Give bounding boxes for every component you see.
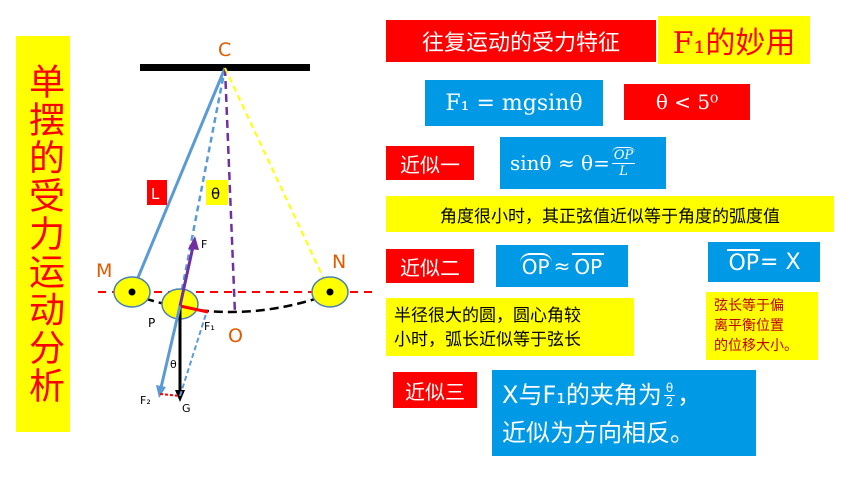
- chord-desc-line1: 弦长等于偏: [714, 298, 784, 314]
- f2-arrowhead: [156, 385, 166, 398]
- approx2-desc-line2: 小时，弧长近似等于弦长: [394, 330, 581, 350]
- op-label: OP: [727, 248, 761, 276]
- side-title-box: 单摆的受力运动分析: [16, 36, 70, 432]
- approx3-fraction: θ 2: [663, 380, 676, 409]
- approx3-line1-pre: X与F₁的夹角为: [502, 381, 662, 409]
- bob-n-center: [326, 288, 334, 296]
- approx1-frac-den: L: [619, 164, 628, 179]
- chord-desc-line2: 离平衡位置: [714, 318, 784, 334]
- label-theta-small: θ: [170, 358, 177, 371]
- label-theta: θ: [211, 185, 220, 203]
- label-l-box: [147, 180, 167, 205]
- approx2-tag-text: 近似二: [400, 255, 460, 280]
- swing-arc: [131, 292, 331, 314]
- approx2-seg-op: OP: [572, 253, 605, 279]
- string-cn: [224, 67, 331, 293]
- f1-formula: F₁ = mgsinθ: [445, 90, 583, 116]
- approx2-desc-box: 半径很大的圆，圆心角较 小时，弧长近似等于弦长: [386, 298, 634, 356]
- approx1-frac-num: OP: [611, 147, 636, 164]
- label-m: M: [96, 260, 112, 282]
- vertical-co: [223, 67, 237, 315]
- feature-header-text: 往复运动的受力特征: [421, 31, 620, 56]
- label-f: F: [201, 238, 207, 251]
- approx1-formula-box: sinθ ≈ θ= OP L: [500, 137, 666, 189]
- f-arrow: [178, 241, 196, 307]
- approx1-desc-box: 角度很小时，其正弦值近似等于角度的弧度值: [386, 196, 834, 232]
- approx3-tag-text: 近似三: [405, 379, 465, 404]
- approx1-tag: 近似一: [386, 146, 474, 180]
- approx2-formula-box: OP ≈ OP: [496, 245, 628, 287]
- label-g: G: [182, 402, 191, 415]
- feature-header: 往复运动的受力特征: [386, 20, 656, 62]
- approx2-tag: 近似二: [386, 249, 474, 283]
- approx2-arc-op: OP: [519, 253, 552, 279]
- approx1-fraction: OP L: [611, 147, 636, 179]
- approx1-desc: 角度很小时，其正弦值近似等于角度的弧度值: [440, 206, 780, 227]
- approx2-desc-line1: 半径很大的圆，圆心角较: [394, 306, 581, 326]
- op-equals-x-box: OP = X: [708, 242, 820, 282]
- approx1-formula-left: sinθ ≈ θ=: [510, 151, 610, 175]
- bob-m-center: [128, 288, 136, 296]
- f1-direction: [179, 304, 209, 314]
- angle-condition: θ < 5⁰: [655, 90, 719, 114]
- approx3-frac-num: θ: [663, 380, 676, 396]
- chord-desc-line3: 的位移大小。: [714, 338, 798, 354]
- f1-use-header: F₁的妙用: [658, 16, 810, 64]
- label-theta-box: [206, 180, 228, 205]
- ceiling-bar: [140, 64, 310, 71]
- approx3-line1-post: ，: [677, 381, 702, 409]
- equals-x: = X: [760, 249, 801, 275]
- string-cm: [130, 67, 227, 293]
- f2-arrow: [158, 305, 182, 393]
- label-f1: F₁: [204, 320, 215, 333]
- f1-use-text: F₁的妙用: [672, 26, 796, 61]
- approx1-tag-text: 近似一: [400, 152, 460, 177]
- f-arrowhead: [188, 236, 199, 250]
- approx3-frac-den: 2: [665, 394, 674, 409]
- label-p: P: [148, 316, 155, 330]
- label-f2: F₂: [140, 394, 151, 407]
- f1-formula-box: F₁ = mgsinθ: [425, 80, 603, 126]
- approx2-approx: ≈: [553, 254, 571, 278]
- f1-component: [179, 313, 207, 397]
- label-o: O: [228, 325, 243, 347]
- chord-desc-box: 弦长等于偏 离平衡位置 的位移大小。: [706, 292, 818, 360]
- angle-condition-box: θ < 5⁰: [624, 84, 750, 120]
- approx3-line2: 近似为方向相反。: [502, 419, 694, 447]
- approx3-line1: X与F₁的夹角为 θ 2 ，: [502, 376, 746, 414]
- f2-g-link: [159, 393, 181, 397]
- label-n: N: [332, 251, 346, 273]
- side-title: 单摆的受力运动分析: [23, 63, 64, 405]
- approx3-tag: 近似三: [393, 372, 477, 408]
- label-c: C: [218, 39, 231, 61]
- pendulum-diagram: C F G F₂ F₁ θ P M N O L θ: [96, 39, 372, 415]
- approx3-box: X与F₁的夹角为 θ 2 ， 近似为方向相反。: [492, 370, 756, 456]
- label-l: L: [151, 185, 160, 203]
